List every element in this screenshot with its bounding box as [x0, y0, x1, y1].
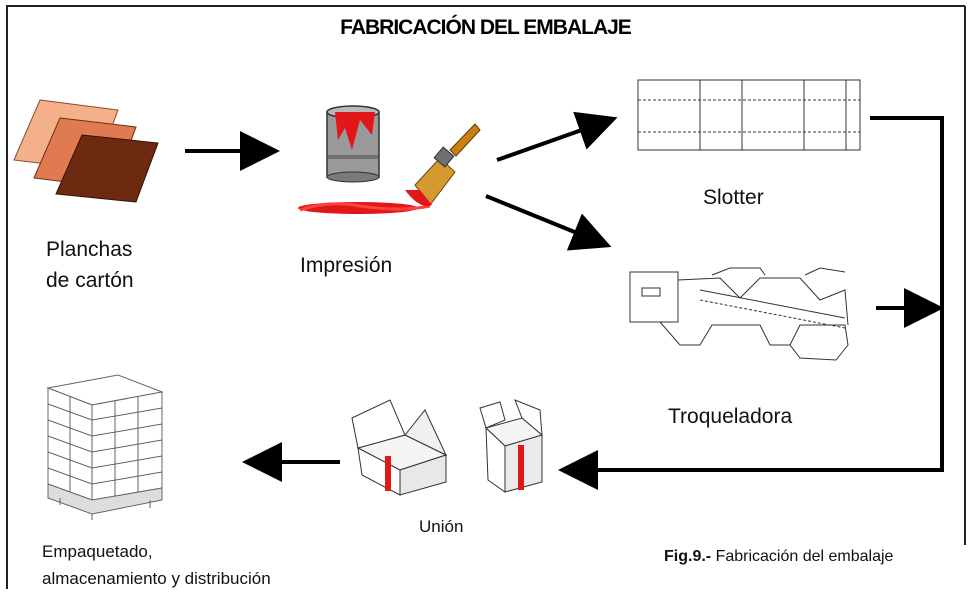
slotter-blank-icon [637, 79, 861, 151]
figure-caption: Fig.9.- Fabricación del embalaje [664, 548, 893, 566]
label-empaquetado-line2: almacenamiento y distribución [42, 569, 271, 588]
label-union: Unión [419, 517, 464, 536]
troqueladora-diecut-icon [629, 267, 849, 361]
label-impresion: Impresión [300, 254, 393, 277]
cardboard-sheets-icon [13, 99, 159, 203]
union-boxes-icon [351, 399, 544, 496]
label-troqueladora: Troqueladora [668, 405, 793, 428]
label-empaquetado: Empaquetado, almacenamiento y distribuci… [42, 538, 271, 592]
figure-caption-text: Fabricación del embalaje [715, 548, 894, 565]
diagram-title: FABRICACIÓN DEL EMBALAJE [340, 16, 632, 39]
pallet-stack-icon [46, 374, 164, 520]
label-empaquetado-line1: Empaquetado, [42, 542, 153, 561]
label-slotter: Slotter [703, 186, 764, 209]
paint-can-brush-icon [298, 105, 481, 214]
arrow-impresion-troqueladora [485, 194, 612, 251]
label-planchas-line2: de cartón [46, 269, 134, 292]
label-planchas: Planchas de cartón [46, 234, 134, 296]
label-planchas-line1: Planchas [46, 238, 133, 261]
figure-caption-number: Fig.9.- [664, 548, 712, 565]
arrow-impresion-slotter [496, 111, 618, 162]
